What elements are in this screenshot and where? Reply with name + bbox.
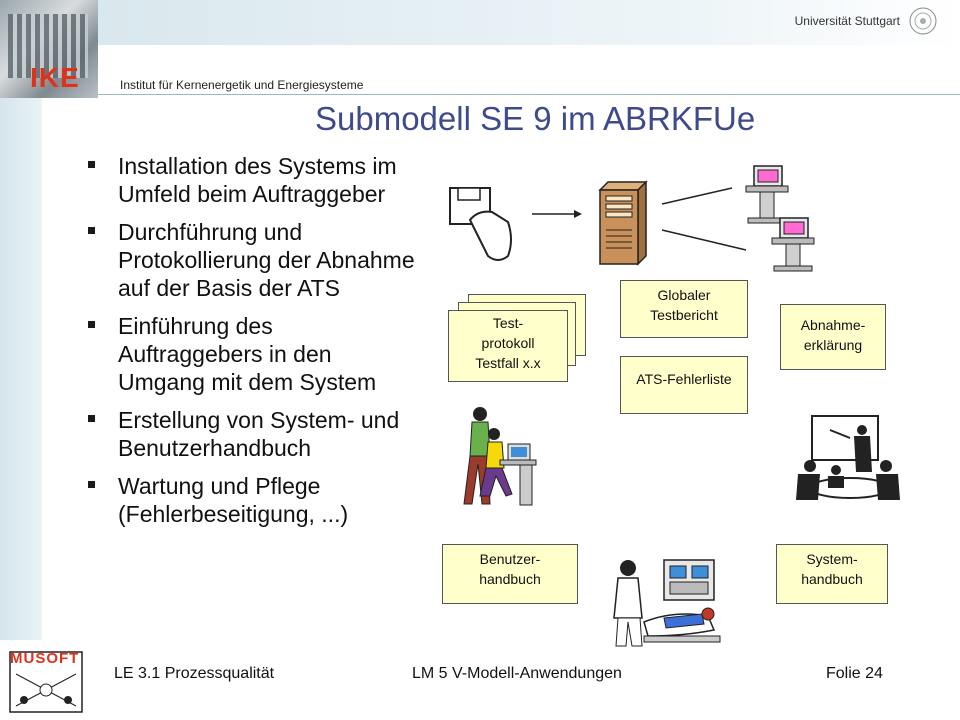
- installation-diagram: [449, 165, 815, 272]
- presentation-clipart-icon: [796, 415, 900, 500]
- bullet-square-icon: [88, 415, 95, 422]
- workstation-icon: [745, 165, 789, 224]
- footer-left: LE 3.1 Prozessqualität: [114, 665, 275, 682]
- network-line: [661, 229, 747, 251]
- abnahmeerklaerung-document: Abnahme- erklärung: [780, 304, 886, 370]
- bullet-square-icon: [88, 161, 95, 168]
- testprotokoll-document: Test- protokoll Testfall x.x: [448, 310, 568, 382]
- header-divider: [98, 94, 960, 95]
- maintenance-clipart-icon: [613, 559, 721, 647]
- university-name: Universität Stuttgart: [794, 14, 900, 28]
- globaler-testbericht-document: Globaler Testbericht: [620, 280, 748, 338]
- bullet-list: Installation des Systems im Umfeld beim …: [88, 152, 418, 538]
- bullet-item: Erstellung von System- und Benutzerhandb…: [88, 406, 418, 462]
- workstation-icon: [771, 217, 815, 272]
- network-line: [661, 187, 733, 205]
- header-band: [98, 0, 960, 45]
- bullet-item: Einführung des Auftraggebers in den Umga…: [88, 312, 418, 396]
- bullet-square-icon: [88, 481, 95, 488]
- footer-slide-number: Folie 24: [826, 665, 883, 682]
- footer-center: LM 5 V-Modell-Anwendungen: [412, 665, 622, 682]
- floppy-disk-hand-icon: [449, 187, 512, 261]
- musoft-logo-text: MUSOFT: [10, 650, 80, 667]
- slide-title: Submodell SE 9 im ABRKFUe: [315, 100, 756, 137]
- server-tower-icon: [598, 180, 648, 266]
- benutzerhandbuch-document: Benutzer- handbuch: [442, 544, 578, 604]
- arrow-icon: [532, 210, 582, 218]
- bullet-square-icon: [88, 321, 95, 328]
- bullet-item: Installation des Systems im Umfeld beim …: [88, 152, 418, 208]
- institute-name: Institut für Kernenergetik und Energiesy…: [120, 78, 364, 92]
- systemhandbuch-document: System- handbuch: [776, 544, 888, 604]
- training-clipart-icon: [463, 407, 537, 506]
- university-seal-icon: [909, 7, 937, 35]
- institute-building-photo: IKE: [0, 0, 98, 98]
- building-image: [8, 14, 88, 78]
- ike-logo: IKE: [30, 62, 80, 93]
- bullet-item: Durchführung und Protokollierung der Abn…: [88, 218, 418, 302]
- musoft-logo-icon: [9, 651, 83, 713]
- ats-fehlerliste-document: ATS-Fehlerliste: [620, 356, 748, 414]
- side-bar: [0, 98, 42, 640]
- bullet-square-icon: [88, 227, 95, 234]
- bullet-item: Wartung und Pflege (Fehlerbeseitigung, .…: [88, 472, 418, 528]
